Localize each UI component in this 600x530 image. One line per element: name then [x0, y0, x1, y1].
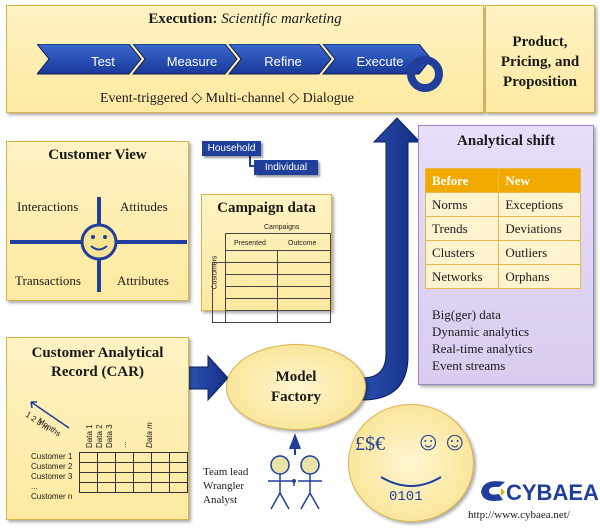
bullet-item: Dynamic analytics	[432, 324, 530, 339]
bullet-item: Event streams	[432, 358, 506, 373]
shift-cell: Trends	[424, 216, 500, 241]
smiley-icons: ☺☺	[415, 427, 469, 456]
brand-url[interactable]: http://www.cybaea.net/	[468, 509, 570, 521]
shift-cell: Exceptions	[498, 192, 581, 217]
customer-view-title: Customer View	[48, 147, 147, 163]
execution-chevrons	[37, 44, 443, 92]
team-labels: Team lead Wrangler Analyst	[203, 465, 248, 507]
shift-cell: Deviations	[498, 216, 581, 241]
data-col-dots: ...	[119, 441, 128, 448]
step-execute: Execute	[356, 54, 404, 69]
bullet-item: Real-time analytics	[432, 341, 533, 356]
label-interactions: Interactions	[17, 199, 79, 214]
chevron-measure	[131, 44, 238, 75]
car-customers: Customer 1 Customer 2 Customer 3 ... Cus…	[31, 452, 73, 501]
car-title-line2: Record (CAR)	[51, 364, 144, 380]
shift-cell: Orphans	[498, 264, 581, 289]
shift-header-before: Before	[424, 168, 500, 193]
symbols-curve	[380, 476, 442, 487]
campaigns-label: Campaigns	[264, 224, 300, 231]
label-transactions: Transactions	[15, 273, 81, 288]
execution-title-italic: Scientific marketing	[221, 11, 342, 27]
product-panel: Product, Pricing, and Proposition	[485, 5, 595, 113]
symbols-circle: £$€ ☺☺ 0101	[348, 404, 474, 522]
execution-panel: Execution: Scientific marketing Test Mea…	[6, 5, 484, 113]
shift-cell: Norms	[424, 192, 500, 217]
binary-text: 0101	[389, 489, 423, 505]
label-attributes: Attributes	[117, 273, 169, 288]
label-attitudes: Attitudes	[120, 199, 168, 214]
right-arrow	[186, 354, 229, 402]
data-col-2: Data 2	[95, 424, 104, 448]
product-line2: Pricing, and	[500, 54, 580, 70]
team-lead-label: Team lead	[203, 466, 249, 478]
customer-view-panel: Customer View Interactions Attitudes Tra…	[6, 141, 189, 301]
shift-cell: Clusters	[424, 240, 500, 265]
model-factory-line2: Factory	[271, 389, 321, 405]
car-grid	[79, 452, 188, 493]
campaign-title: Campaign data	[217, 200, 316, 216]
car-panel: Customer Analytical Record (CAR) 1 2 3 m…	[6, 337, 189, 520]
currency-symbols: £$€	[355, 433, 385, 455]
shift-header-new: New	[498, 168, 581, 193]
small-up-arrow	[289, 433, 301, 455]
campaign-panel: Campaign data Campaigns Presented Outcom…	[201, 194, 332, 323]
up-arrow	[349, 117, 422, 401]
wrangler-label: Wrangler	[203, 480, 245, 492]
loop-ring	[407, 56, 443, 92]
analytical-shift-title: Analytical shift	[457, 133, 555, 149]
model-factory: Model Factory	[226, 344, 366, 430]
team-figures	[268, 455, 322, 510]
product-line3: Proposition	[503, 74, 577, 90]
execution-subline: Event-triggered ◇ Multi-channel ◇ Dialog…	[99, 91, 354, 106]
data-col-1: Data 1	[85, 424, 94, 448]
cybaea-logo-icon	[481, 481, 505, 501]
product-line1: Product,	[512, 34, 568, 50]
car-title-line1: Customer Analytical	[31, 345, 164, 361]
brand-name: CYBAEA	[506, 480, 599, 505]
household-box: Household	[202, 141, 261, 156]
chevron-test	[37, 44, 142, 75]
shift-cell: Outliers	[498, 240, 581, 265]
analyst-label: Analyst	[203, 494, 238, 506]
individual-box: Individual	[254, 160, 318, 175]
bullet-item: Big(ger) data	[432, 307, 501, 322]
chevron-execute	[321, 44, 432, 75]
step-measure: Measure	[166, 54, 218, 69]
data-col-3: Data 3	[105, 424, 114, 448]
step-test: Test	[91, 54, 115, 69]
customer-view-cross	[10, 197, 187, 292]
execution-title: Execution: Scientific marketing	[148, 11, 342, 27]
shift-cell: Networks	[424, 264, 500, 289]
chevron-refine	[227, 44, 332, 75]
execution-title-bold: Execution	[148, 11, 213, 27]
data-col-m: Data m	[145, 422, 154, 448]
shift-bullets: Big(ger) data Dynamic analytics Real-tim…	[432, 306, 533, 374]
months-arrow	[30, 401, 70, 429]
campaign-grid	[212, 233, 332, 323]
model-factory-line1: Model	[275, 369, 317, 385]
step-refine: Refine	[264, 54, 302, 69]
